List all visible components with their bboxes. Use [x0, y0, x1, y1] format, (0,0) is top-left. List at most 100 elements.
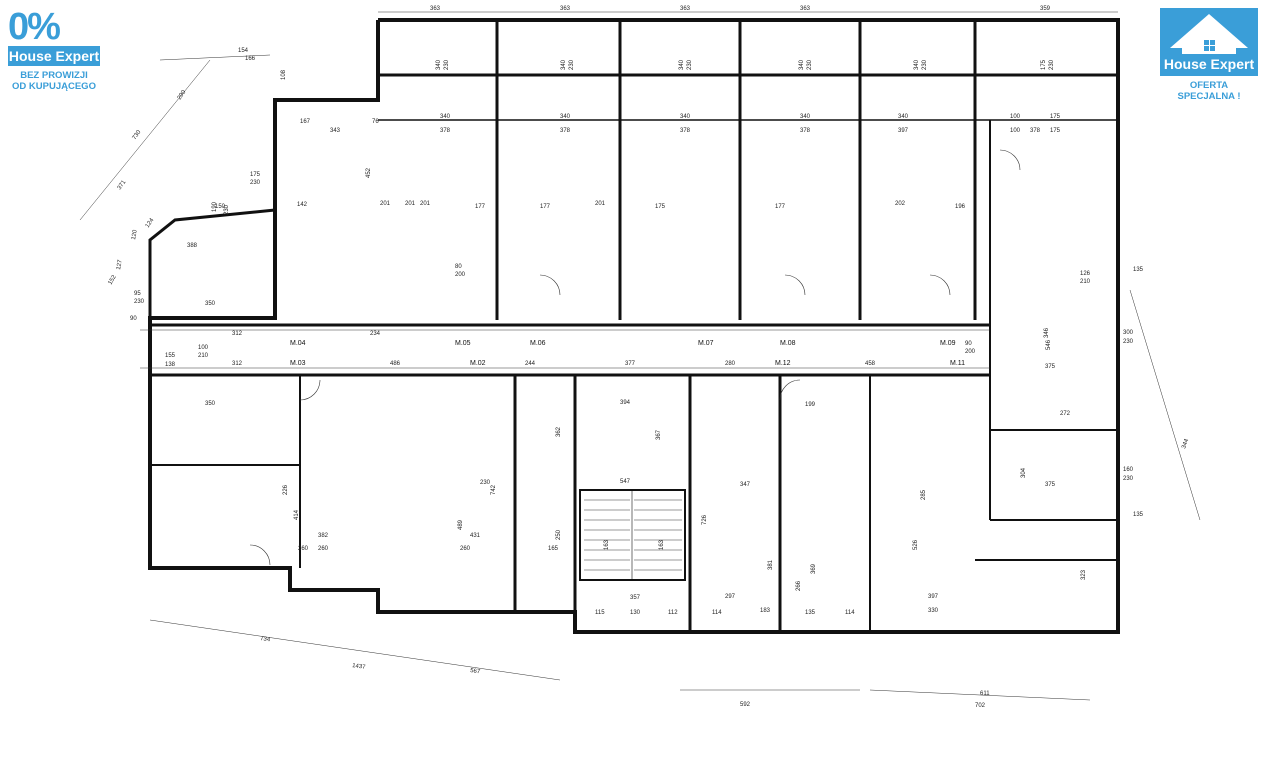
- dimension-label: 260: [298, 546, 309, 552]
- dimension-label: 357: [630, 595, 641, 601]
- dimension-label: 486: [390, 361, 401, 367]
- dimension-label: 135: [1133, 512, 1144, 518]
- dimension-label: 378: [800, 128, 811, 134]
- dimension-label: 350: [205, 401, 216, 407]
- dimension-label: 100: [1010, 128, 1021, 134]
- dimension-label: 363: [430, 6, 441, 12]
- dimension-label: 367: [656, 429, 662, 440]
- dimension-label: 190: [212, 201, 218, 212]
- dimension-label: 115: [595, 610, 605, 616]
- dimension-label: 175: [250, 172, 261, 178]
- dimension-label: 230: [480, 480, 491, 486]
- dimension-label: 167: [300, 119, 311, 125]
- dimension-label: 163: [659, 539, 665, 550]
- dimension-label: 230: [1123, 476, 1134, 482]
- dimension-label: 175: [1050, 114, 1061, 120]
- dimension-label: 100: [1010, 114, 1021, 120]
- dimension-label: 489: [458, 519, 464, 530]
- dimension-label: 230: [807, 59, 813, 70]
- dimension-label: 340: [800, 114, 811, 120]
- dimension-label: 377: [625, 361, 636, 367]
- dimension-label: 371: [117, 179, 128, 191]
- dimension-label: 340: [680, 114, 691, 120]
- dimension-label: 108: [281, 69, 287, 80]
- dimension-lines: [79, 11, 1201, 701]
- dimension-label: 381: [768, 559, 774, 570]
- dimension-label: 230: [687, 59, 693, 70]
- unit-label: M.04: [290, 340, 306, 347]
- dimension-label: 177: [775, 204, 786, 210]
- dimension-label: 155: [165, 353, 176, 359]
- dimension-label: 266: [796, 580, 802, 591]
- dimension-label: 135: [805, 610, 816, 616]
- unit-label: M.11: [950, 360, 965, 367]
- dimension-label: 300: [1123, 330, 1134, 336]
- dimension-label: 114: [712, 610, 722, 616]
- dimension-label: 567: [470, 668, 481, 675]
- dimension-label: 120: [131, 229, 139, 241]
- dimension-label: 742: [491, 484, 497, 495]
- dimension-label: 175: [1041, 59, 1047, 70]
- dimension-label: 234: [370, 331, 381, 337]
- dimension-label: 378: [1030, 128, 1041, 134]
- dimension-label: 375: [1045, 364, 1056, 370]
- dimension-label: 340: [561, 59, 567, 70]
- dimension-label: 177: [475, 204, 486, 210]
- tagline-right-2: SPECJALNA !: [1177, 91, 1241, 102]
- dimension-label: 166: [245, 56, 256, 62]
- dimension-label: 388: [187, 243, 198, 249]
- dimension-label: 210: [198, 353, 209, 359]
- dimension-label: 344: [1181, 438, 1190, 450]
- dimension-label: 100: [198, 345, 209, 351]
- dimension-label: 142: [297, 202, 308, 208]
- logo-house-expert-left: 0% House Expert BEZ PROWIZJI OD KUPUJĄCE…: [8, 8, 100, 92]
- dimension-label: 130: [630, 610, 641, 616]
- unit-label: M.09: [940, 340, 956, 347]
- dimension-label: 199: [805, 402, 816, 408]
- dimension-label: 260: [460, 546, 471, 552]
- dimension-label: 124: [145, 217, 156, 229]
- dimension-label: 280: [725, 361, 736, 367]
- dimension-label: 378: [440, 128, 451, 134]
- dimension-label: 230: [922, 59, 928, 70]
- dimension-label: 230: [134, 299, 145, 305]
- dimension-label: 90: [130, 316, 137, 322]
- dimension-label: 230: [250, 180, 261, 186]
- dimension-label: 135: [1133, 267, 1144, 273]
- dimension-label: 312: [232, 361, 243, 367]
- brand-name-right: House Expert: [1160, 54, 1258, 74]
- dimension-label: 230: [224, 204, 230, 215]
- unit-label: M.02: [470, 360, 486, 367]
- dimension-label: 165: [548, 546, 559, 552]
- dimension-label: 201: [380, 201, 391, 207]
- dimension-label: 431: [470, 533, 481, 539]
- dimension-label: 138: [165, 362, 176, 368]
- dimension-label: 163: [604, 539, 610, 550]
- dimension-label: 150: [215, 204, 226, 210]
- dimension-label: 363: [800, 6, 811, 12]
- dimension-label: 340: [436, 59, 442, 70]
- dimension-label: 230: [1049, 59, 1055, 70]
- dimension-label: 201: [595, 201, 606, 207]
- dimension-label: 397: [928, 594, 939, 600]
- unit-label: M.08: [780, 340, 796, 347]
- dimension-label: 346: [1044, 327, 1050, 338]
- unit-label: M.12: [775, 360, 791, 367]
- dimension-label: 347: [740, 482, 751, 488]
- dimension-label: 394: [620, 400, 631, 406]
- stair-treads: [584, 499, 682, 571]
- dimension-label: 183: [760, 608, 771, 614]
- dimension-label: 285: [921, 489, 927, 500]
- dimension-label: 526: [913, 539, 919, 550]
- dimension-label: 452: [366, 167, 372, 178]
- dimension-label: 350: [205, 301, 216, 307]
- dimension-label: 127: [116, 259, 124, 271]
- dimension-label: 210: [1080, 279, 1091, 285]
- dimension-label: 175: [1050, 128, 1061, 134]
- dimension-label: 702: [975, 703, 986, 709]
- house-icon: House Expert: [1160, 8, 1258, 76]
- dimension-label: 340: [440, 114, 451, 120]
- dimension-label: 362: [556, 426, 562, 437]
